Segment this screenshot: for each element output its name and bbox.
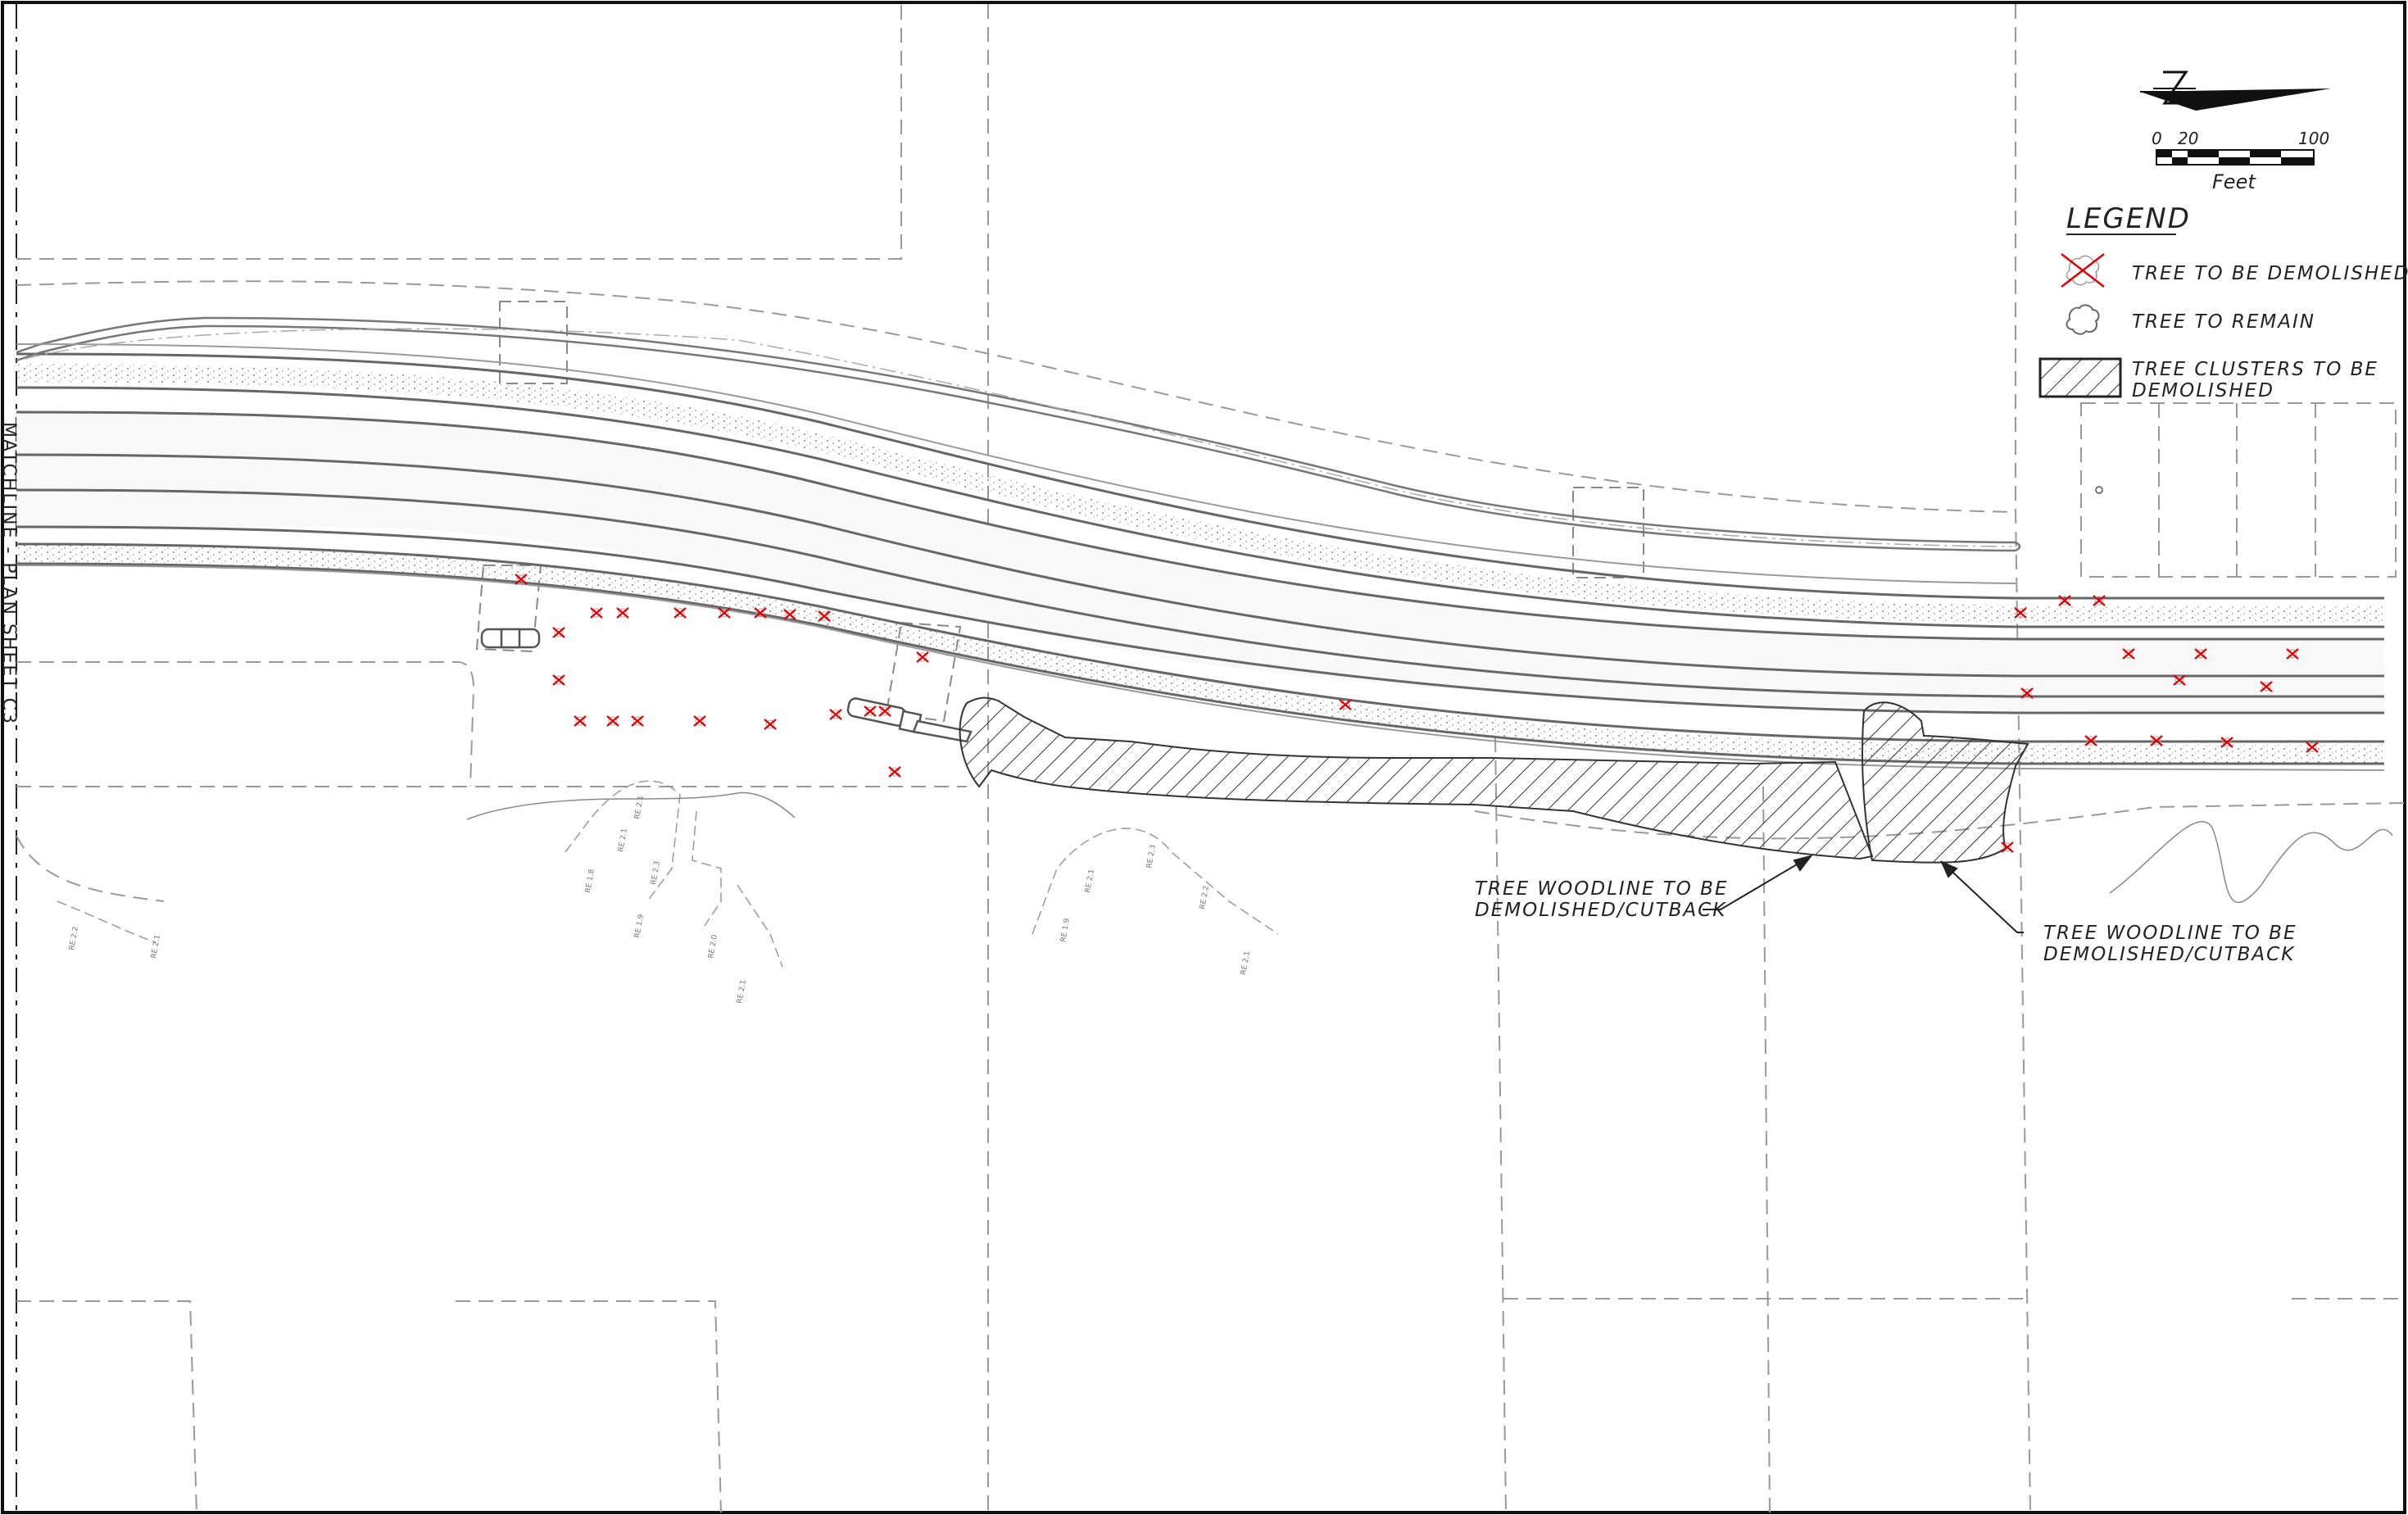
svg-text:RE 2.1: RE 2.1 <box>150 934 162 959</box>
tree-demolish-icon <box>818 610 831 622</box>
tree-demolish-icon <box>2020 687 2034 699</box>
tree-demolish-icon <box>888 766 901 778</box>
scale-tick-20: 20 <box>2178 129 2198 148</box>
tree-demolish-icon <box>754 607 767 619</box>
tree-demolish-icon <box>574 715 587 727</box>
tree-demolish-icon <box>552 627 565 638</box>
tree-demolish-icon <box>916 651 929 663</box>
svg-text:RE 2.1: RE 2.1 <box>633 795 646 819</box>
tree-demolish-icon <box>2306 742 2319 753</box>
svg-text:RE 2.1: RE 2.1 <box>1240 950 1252 975</box>
tree-demolish-icon <box>2194 648 2207 660</box>
scale-tick-0: 0 <box>2152 129 2162 148</box>
tree-demolish-icon <box>693 715 706 727</box>
tree-demolish-icon <box>718 607 731 619</box>
legend-hatch-box-icon <box>2038 357 2122 398</box>
svg-text:RE 1.9: RE 1.9 <box>1059 918 1072 943</box>
tree-demolish-icon <box>2093 595 2106 606</box>
woodline-callout-left-line1: TREE WOODLINE TO BE <box>1475 878 1729 900</box>
tree-demolish-icon <box>2014 607 2027 619</box>
svg-text:RE 2.0: RE 2.0 <box>707 934 719 959</box>
svg-text:RE 2.3: RE 2.3 <box>1145 844 1158 869</box>
survey-point <box>2095 486 2103 494</box>
tree-demolish-icon <box>2150 735 2163 746</box>
svg-text:RE 1.9: RE 1.9 <box>633 914 646 939</box>
tree-demolish-icon <box>515 574 528 585</box>
scale-unit-label: Feet <box>2212 170 2256 193</box>
svg-text:RE 1.8: RE 1.8 <box>584 869 596 894</box>
matchline-label: MATCHLINE - PLAN SHEET C3 <box>0 422 19 725</box>
tree-demolish-icon <box>783 609 796 620</box>
woodline-callout-right-line1: TREE WOODLINE TO BE <box>2043 923 2297 944</box>
tree-demolish-icon <box>2084 735 2097 746</box>
tree-demolish-icon <box>673 607 687 619</box>
tree-demolish-icon <box>2173 674 2186 686</box>
callout-leaders <box>1703 855 2024 933</box>
scale-tick-100: 100 <box>2298 129 2329 148</box>
tree-demolish-icon <box>631 715 644 727</box>
legend-label-clusters-line1: TREE CLUSTERS TO BE <box>2132 359 2379 380</box>
north-arrow-icon <box>2140 70 2331 111</box>
tree-demolish-icon <box>552 674 565 686</box>
tree-demolish-icon <box>2001 841 2014 853</box>
legend-tree-outline-icon <box>2066 304 2100 335</box>
woodline-existing <box>466 792 2393 904</box>
svg-text:RE 2.1: RE 2.1 <box>617 828 629 852</box>
trees-to-be-demolished <box>515 574 2319 853</box>
scale-bar <box>2156 149 2315 166</box>
woodline-callout-left-line2: DEMOLISHED/CUTBACK <box>1475 900 1726 921</box>
tree-demolish-icon <box>616 607 629 619</box>
svg-text:RE 2.2: RE 2.2 <box>1199 885 1211 909</box>
tree-demolish-icon <box>2058 595 2071 606</box>
woodline-callout-right-line2: DEMOLISHED/CUTBACK <box>2043 944 2295 965</box>
legend-label-tree-demolished: TREE TO BE DEMOLISHED <box>2132 263 2408 284</box>
tree-demolish-icon <box>2260 681 2273 692</box>
svg-text:RE 2.3: RE 2.3 <box>650 860 662 885</box>
tree-demolish-icon <box>878 705 891 717</box>
tree-demolish-icon <box>829 709 842 720</box>
tree-demolish-icon <box>864 705 877 717</box>
legend-red-x-tree-icon <box>2061 253 2105 288</box>
tree-demolish-icon <box>764 719 777 730</box>
svg-text:RE 2.2: RE 2.2 <box>68 926 80 950</box>
grading-lines <box>57 780 1279 968</box>
svg-text:RE 2.1: RE 2.1 <box>736 979 748 1004</box>
legend-label-clusters-line2: DEMOLISHED <box>2132 380 2274 401</box>
parcel-lines <box>16 4 2406 1513</box>
roadway <box>16 316 2385 771</box>
tree-demolish-icon <box>2220 737 2233 748</box>
tree-demolish-icon <box>2286 648 2299 660</box>
svg-text:RE 2.1: RE 2.1 <box>1084 869 1096 893</box>
survey-labels: RE 2.1 RE 2.1 RE 1.8 RE 2.3 RE 1.9 RE 2.… <box>68 795 1252 1004</box>
inlet-structures <box>480 628 973 743</box>
legend-label-tree-remain: TREE TO REMAIN <box>2132 311 2315 333</box>
tree-demolish-icon <box>2122 648 2135 660</box>
tree-cluster-hatch <box>959 696 2029 864</box>
legend-title: LEGEND <box>2066 202 2191 235</box>
tree-demolish-icon <box>606 715 619 727</box>
tree-demolish-icon <box>1339 699 1352 710</box>
tree-demolish-icon <box>590 607 603 619</box>
